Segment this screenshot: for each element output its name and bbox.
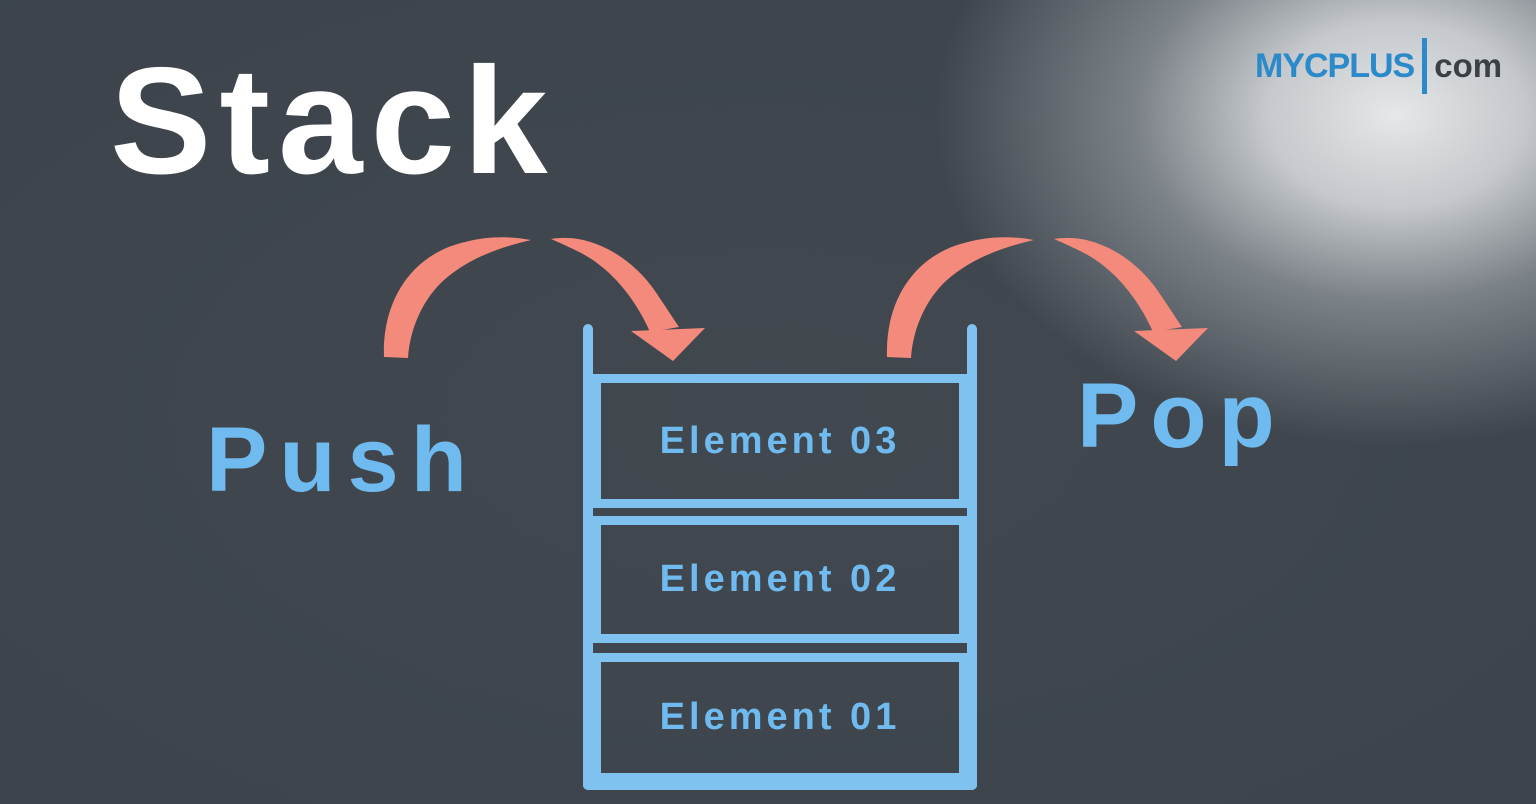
stack-element-middle: Element 02 [592,516,968,643]
stack-element-label: Element 01 [659,696,901,738]
stack-element-bottom: Element 01 [592,653,968,782]
brand-logo: MYCPLUS com [1255,36,1502,96]
stack-element-label: Element 03 [659,419,901,462]
stack-base-rail [583,779,977,790]
stack-element-label: Element 02 [659,558,901,600]
pop-label: Pop [1077,365,1287,467]
brand-logo-primary: MYCPLUS [1255,46,1415,85]
push-arrow-icon [383,237,705,361]
logo-divider-bar [1422,38,1428,94]
stack-element-top: Element 03 [592,374,968,508]
brand-logo-secondary: com [1434,47,1503,84]
push-label: Push [206,409,479,511]
page-title: Stack [110,36,556,206]
stack-left-rail [583,324,593,790]
stack-right-rail [967,324,977,790]
